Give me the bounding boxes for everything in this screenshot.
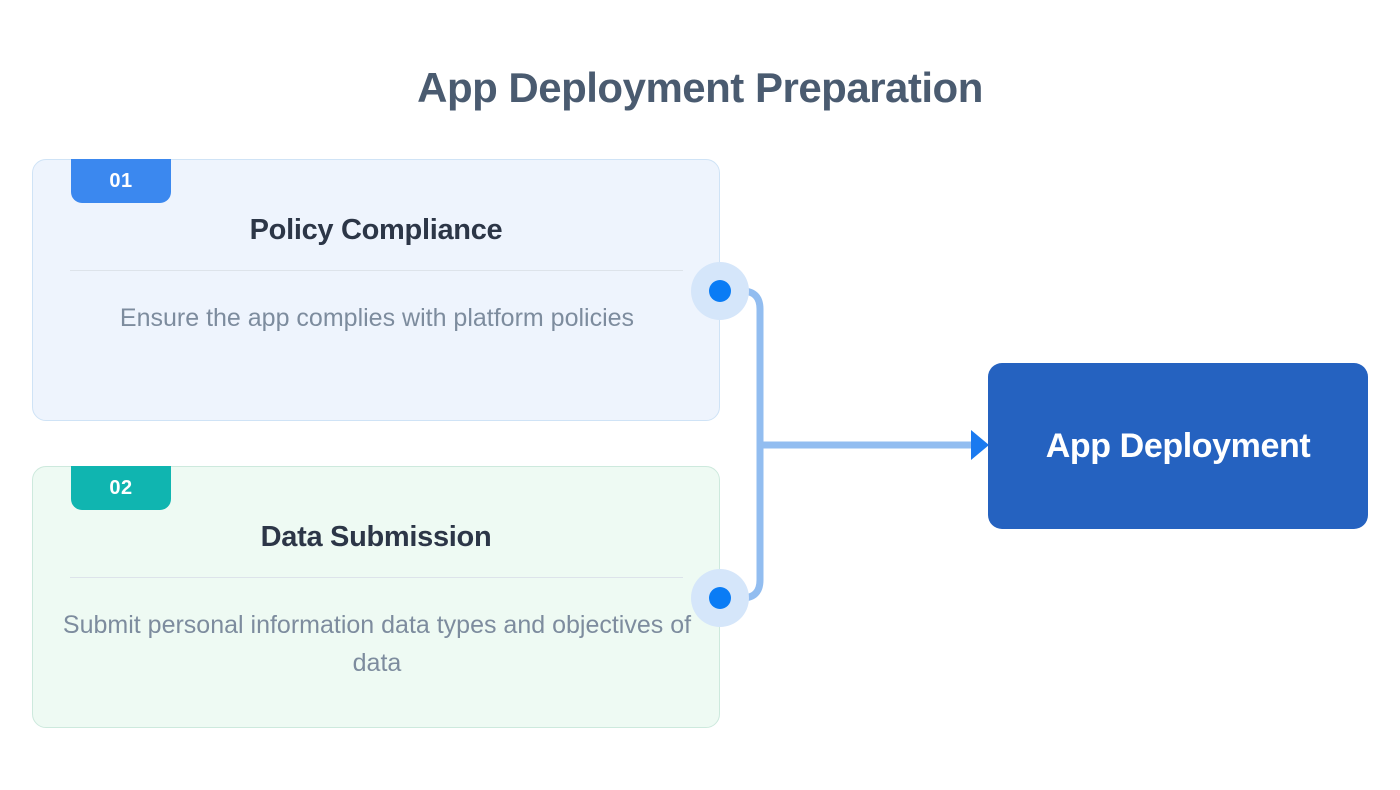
card-divider [70,577,683,578]
step-number-badge: 02 [71,466,171,510]
target-node-app-deployment[interactable]: App Deployment [988,363,1368,529]
card-title: Data Submission [260,521,492,553]
card-title: Policy Compliance [249,214,503,246]
page-title: App Deployment Preparation [417,64,983,111]
connector-arrowhead [971,430,989,460]
connector-trunk-path [716,287,764,602]
step-card-data-submission[interactable]: 02 Data Submission Submit personal infor… [32,466,720,728]
card-divider [70,270,683,271]
step-card-policy-compliance[interactable]: 01 Policy Compliance Ensure the app comp… [32,159,720,421]
target-node-label: App Deployment [1045,426,1311,465]
step-number-badge: 01 [71,159,171,203]
card-body-text: Ensure the app complies with platform po… [119,304,635,332]
card-body-text: Submit personal information data types a… [62,611,692,677]
